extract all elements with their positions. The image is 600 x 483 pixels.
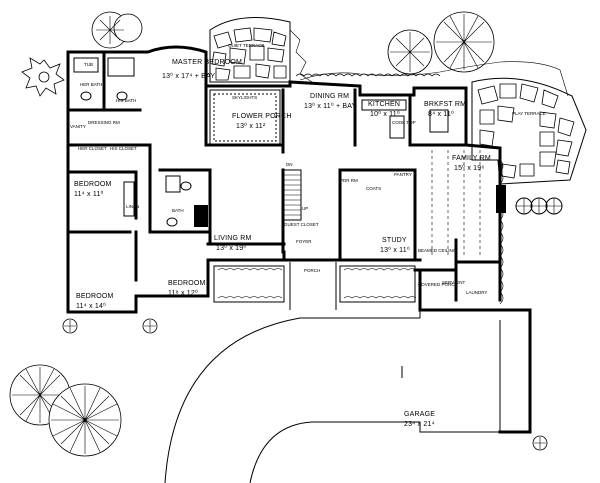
dining-rm-name: DINING RM <box>310 93 349 100</box>
kitchen-counters <box>361 99 449 139</box>
serv-ent-label: SERV. ENT <box>442 280 466 285</box>
flower-porch-skylights <box>209 89 281 146</box>
bedroom-1-size: 11⁴ x 11⁰ <box>74 190 104 198</box>
small-shrubs <box>62 318 548 451</box>
study-name: STUDY <box>382 237 407 244</box>
right-yard-hedge <box>499 159 504 305</box>
her-bath-label: HER BATH <box>80 82 102 87</box>
kitchen-size: 10⁰ x 11⁰ <box>370 110 400 118</box>
living-rm-name: LIVING RM <box>214 235 252 242</box>
tree-top-left <box>91 11 143 49</box>
interior-walls <box>66 50 502 302</box>
tub-label: TUB <box>84 62 93 67</box>
quiet-terrace <box>209 17 313 83</box>
staircase <box>282 169 302 221</box>
bedroom-1-name: BEDROOM <box>74 181 112 188</box>
study-size: 13⁰ x 11⁰ <box>380 246 410 254</box>
kitchen-name: KITCHEN <box>368 101 400 108</box>
dn-label: DN <box>286 162 293 167</box>
brkfst-rm-size: 8⁴ x 11⁰ <box>428 110 454 118</box>
pdr-rm-label: PDR RM <box>340 178 358 183</box>
vanity-label: VANITY <box>70 124 86 129</box>
bedroom-3-name: BEDROOM <box>168 280 206 287</box>
cook-top-label: COOK TOP <box>392 120 416 125</box>
flower-porch-size: 13⁰ x 11² <box>236 122 266 130</box>
flower-porch-name: FLOWER PORCH <box>232 113 292 120</box>
her-closet-label: HER CLOSET <box>78 146 107 151</box>
bedroom-2-size: 11⁴ x 14⁰ <box>76 302 106 310</box>
master-bedroom-size: 13⁰ x 17⁴ + BAY <box>162 72 215 80</box>
fireplace-family <box>496 185 506 213</box>
covered-porch-label: COVERED PORCH <box>418 282 458 287</box>
up-label: UP <box>302 206 308 211</box>
laundry-label: LAUNDRY <box>466 290 487 295</box>
quiet-terrace-label: QUIET TERRACE <box>228 43 264 48</box>
dining-rm-size: 13⁰ x 11⁰ + BAY <box>304 102 357 110</box>
foyer-label: FOYER <box>296 239 312 244</box>
porch-planters <box>213 262 417 310</box>
coats-label: COATS <box>366 186 381 191</box>
pantry-label: PANTRY <box>394 172 412 177</box>
beamed-ceiling-label: BEAMED CEILING <box>418 248 457 253</box>
bath-label: BATH <box>172 208 184 213</box>
family-rm-size: 15⁰ x 19⁶ <box>454 164 484 172</box>
room-labels: QUIET TERRACE PLAY TERRACE MASTER BEDROO… <box>70 43 546 428</box>
family-rm-name: FAMILY RM <box>452 155 491 162</box>
porch-label: PORCH <box>304 268 320 273</box>
dressing-rm-label: DRESSING RM <box>88 120 120 125</box>
play-terrace <box>471 77 587 185</box>
guest-closet-label: GUEST CLOSET <box>284 222 319 227</box>
his-closet-label: HIS CLOSET <box>110 146 137 151</box>
tree-top-right-2 <box>433 11 495 73</box>
fireplace-living <box>194 205 208 227</box>
bedroom-3-size: 11⁸ x 12⁰ <box>168 289 198 297</box>
tree-top-right-1 <box>387 29 433 75</box>
tree-bottom-left-2 <box>48 383 122 457</box>
garage-name: GARAGE <box>404 411 435 418</box>
brkfst-rm-name: BRKFST RM <box>424 101 466 108</box>
play-terrace-label: PLAY TERRACE <box>512 111 546 116</box>
master-bedroom-name: MASTER BEDROOM <box>172 59 242 66</box>
bath-fixtures <box>73 57 192 227</box>
shrub-left <box>21 57 65 97</box>
right-hedge <box>295 61 569 97</box>
skylights-label: SKYLIGHTS <box>232 95 257 100</box>
driveway <box>164 300 501 483</box>
bicycle-wheels <box>515 197 563 215</box>
bedroom-2-name: BEDROOM <box>76 293 114 300</box>
linen-label: LINEN <box>126 204 139 209</box>
living-rm-size: 13⁰ x 19⁰ <box>216 244 246 252</box>
his-bath-label: HIS BATH <box>116 98 136 103</box>
garage-size: 23⁴ x 21⁴ <box>404 421 435 428</box>
